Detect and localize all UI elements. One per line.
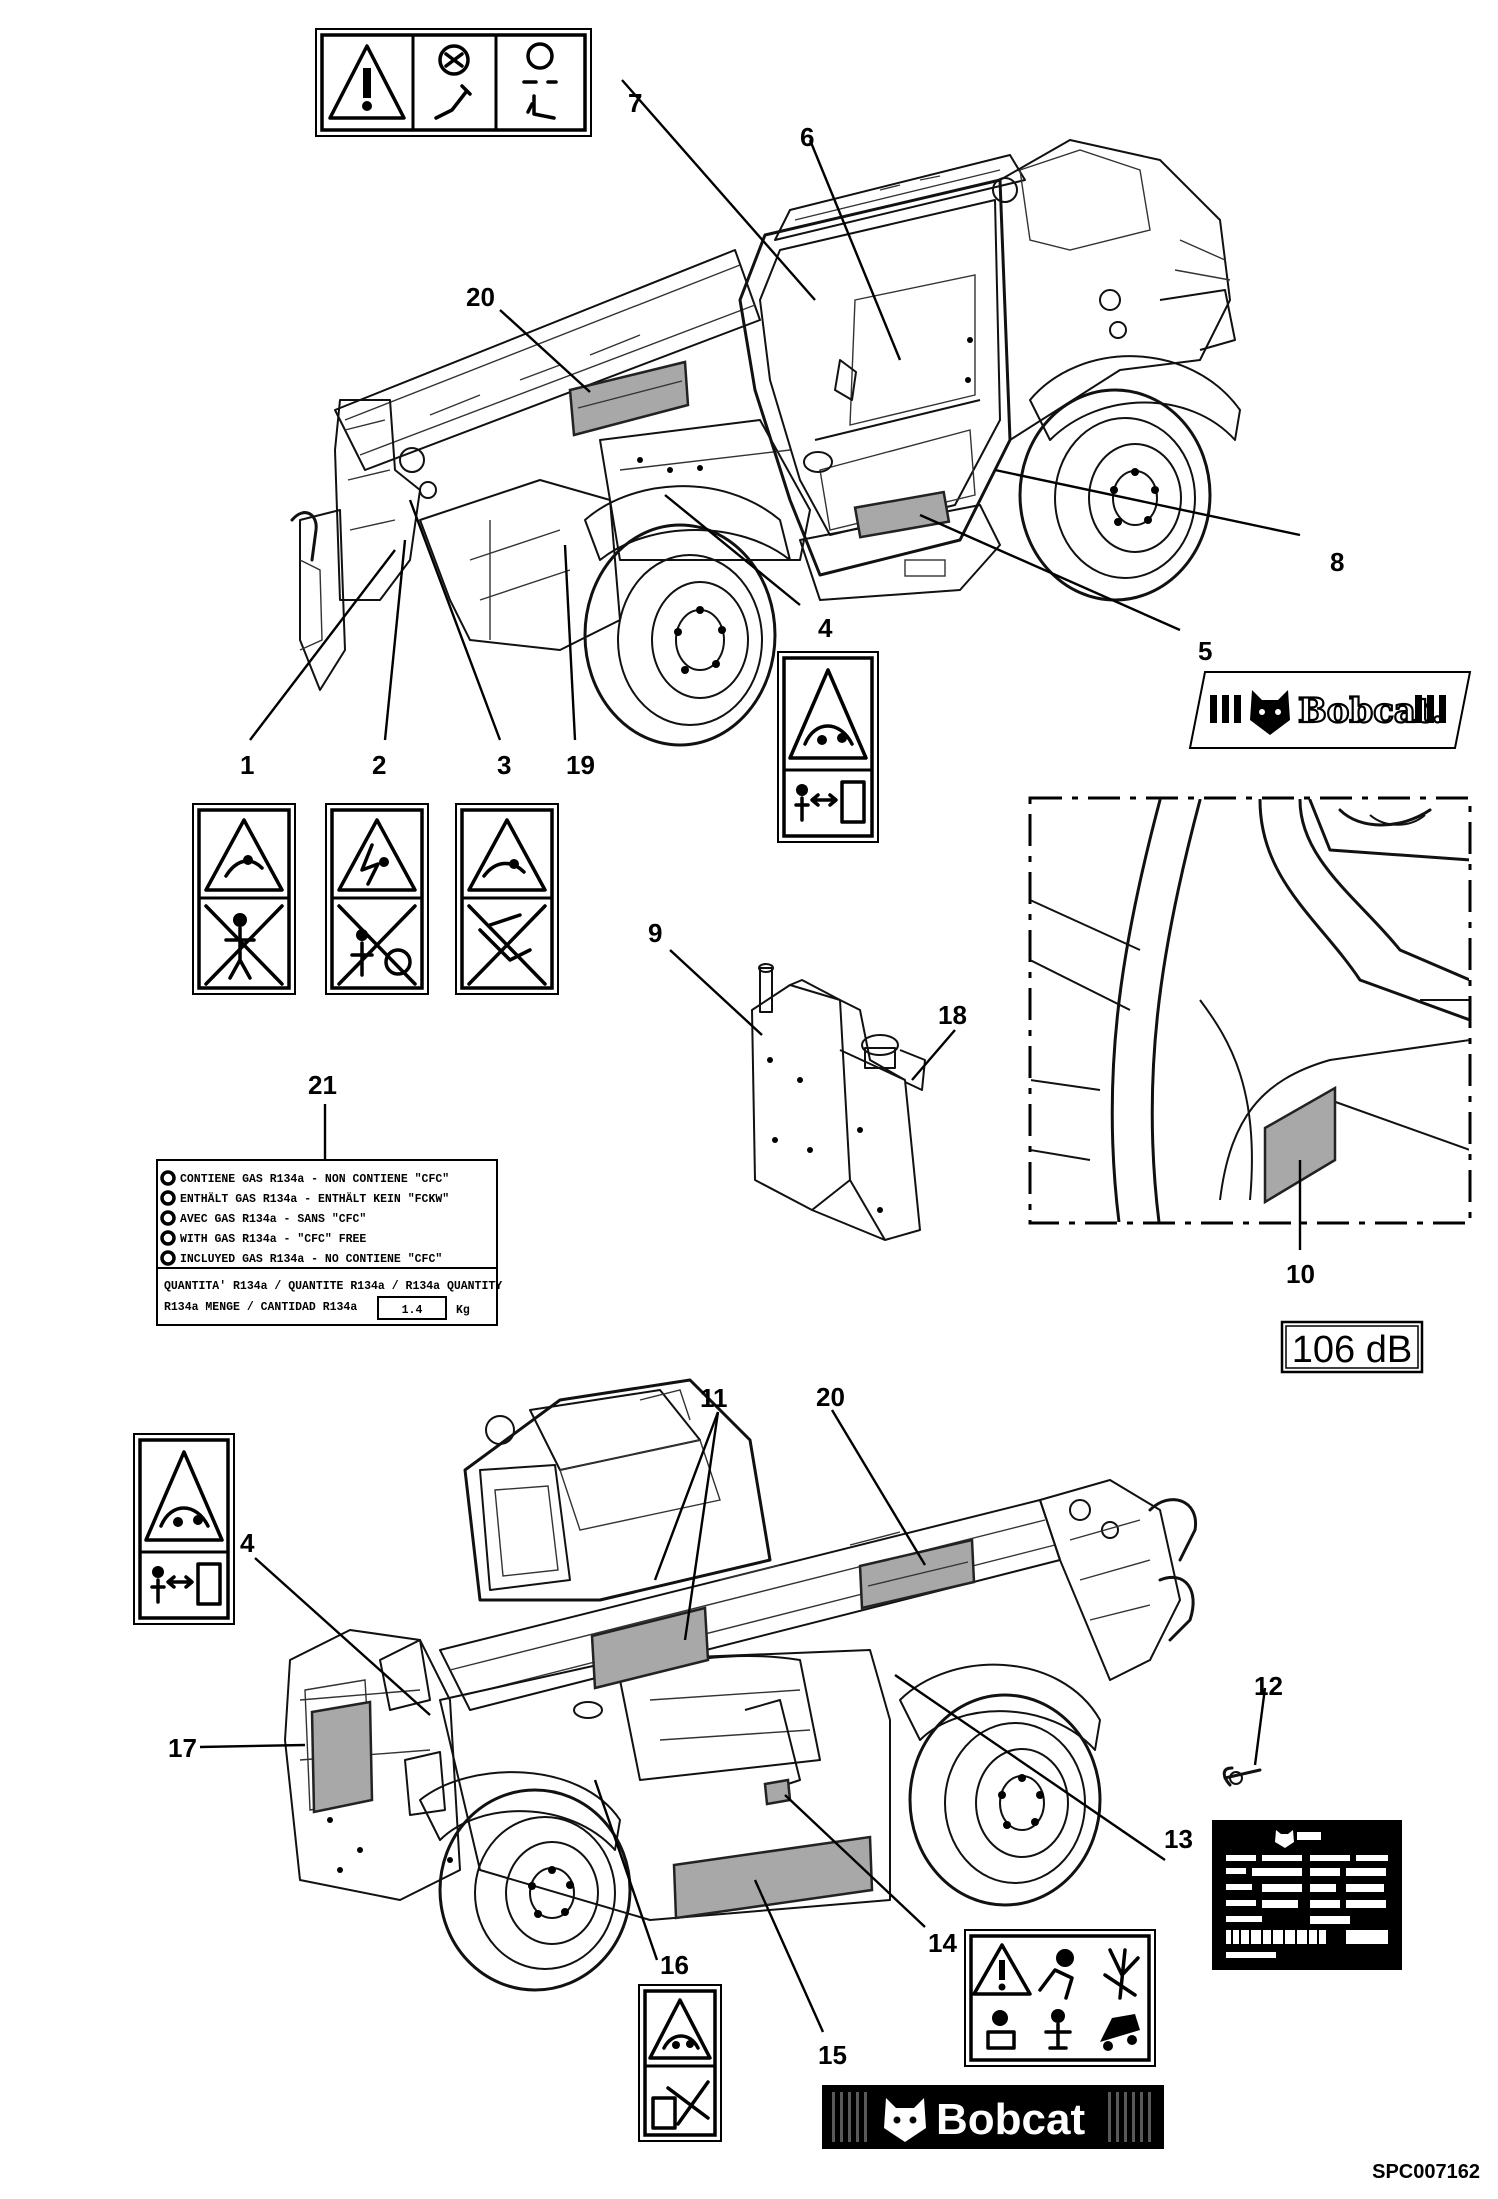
decal-16-hazard xyxy=(638,1984,722,2142)
callouts-bottom: 11 20 4 17 13 12 14 15 16 xyxy=(168,1382,1283,2070)
brand-text-large: Bobcat xyxy=(936,2095,1085,2144)
callout-21: 21 xyxy=(308,1070,337,1100)
callout-8: 8 xyxy=(1330,547,1344,577)
callout-4: 4 xyxy=(818,613,833,643)
brand-decal-small: Bobcat. xyxy=(1188,671,1472,749)
callout-19: 19 xyxy=(566,750,595,780)
warning-triangle-icon xyxy=(328,44,406,120)
decal-4-crush-hazard xyxy=(777,651,879,843)
callout-18: 18 xyxy=(938,1000,967,1030)
decal-3-hand-hazard xyxy=(455,803,559,995)
quantity-line-2: R134a MENGE / CANTIDAD R134a xyxy=(164,1301,357,1314)
decal-1-no-standing xyxy=(192,803,296,995)
decal-location-15 xyxy=(672,1835,874,1920)
decal-location-11 xyxy=(590,1606,710,1690)
callout-1: 1 xyxy=(240,750,254,780)
leaders-bottom xyxy=(199,1409,1267,2033)
decal-location-20-top xyxy=(568,360,690,437)
decal-21-refrigerant: 21 CONTIENE GAS R134a - NON CONTIENE "CF… xyxy=(156,1070,502,1326)
callout-11: 11 xyxy=(700,1383,728,1413)
decal-12-serial-plate xyxy=(1212,1766,1402,1970)
detail-view-decal-10: 10 xyxy=(1028,796,1472,1289)
callout-20-lower: 20 xyxy=(816,1382,845,1412)
refrigerant-line-fr: AVEC GAS R134a - SANS "CFC" xyxy=(180,1213,366,1226)
safety-decal-top xyxy=(315,28,592,137)
quantity-unit: Kg xyxy=(456,1304,470,1317)
callout-13: 13 xyxy=(1164,1824,1193,1854)
decal-location-17 xyxy=(310,1700,374,1814)
callout-16: 16 xyxy=(660,1950,689,1980)
refrigerant-line-de: ENTHÄLT GAS R134a - ENTHÄLT KEIN "FCKW" xyxy=(180,1193,449,1206)
brand-decal-large: Bobcat xyxy=(822,2085,1164,2149)
refrigerant-line-en: WITH GAS R134a - "CFC" FREE xyxy=(180,1233,366,1246)
decal-location-5 xyxy=(853,490,951,539)
telehandler-rear-view xyxy=(284,1378,1197,1992)
drawing-reference: SPC007162 xyxy=(1372,2161,1480,2183)
leaders-top xyxy=(249,79,1301,741)
noise-level-text: 106 dB xyxy=(1292,1329,1412,1371)
front-wheel-lower xyxy=(908,1693,1102,1907)
rear-wheel-lower xyxy=(438,1788,632,1992)
callout-12: 12 xyxy=(1254,1671,1283,1701)
callout-5: 5 xyxy=(1198,636,1212,666)
seat-belt-icon xyxy=(522,42,558,120)
brake-pedal-icon xyxy=(434,44,472,120)
callout-14: 14 xyxy=(928,1928,957,1958)
telehandler-front-view xyxy=(290,139,1241,747)
callout-4-lower: 4 xyxy=(240,1528,255,1558)
callout-2: 2 xyxy=(372,750,386,780)
bobcat-head-icon xyxy=(884,2098,926,2142)
quantity-line-1: QUANTITA' R134a / QUANTITE R134a / R134a… xyxy=(164,1280,502,1293)
refrigerant-line-it: CONTIENE GAS R134a - NON CONTIENE "CFC" xyxy=(180,1173,449,1186)
callout-20: 20 xyxy=(466,282,495,312)
decal-2-electrocution xyxy=(325,803,429,995)
quantity-value: 1.4 xyxy=(402,1304,423,1317)
decal-location-14 xyxy=(763,1778,792,1806)
noise-level-decal: 106 dB xyxy=(1280,1320,1424,1374)
front-wheel xyxy=(583,523,777,747)
tank-assembly: 9 18 xyxy=(648,918,967,1241)
refrigerant-line-es: INCLUYED GAS R134a - NO CONTIENE "CFC" xyxy=(180,1253,442,1266)
bobcat-head-icon xyxy=(1275,1830,1294,1848)
bobcat-head-icon xyxy=(1250,690,1290,735)
decal-14-multi-hazard xyxy=(964,1929,1156,2067)
callout-7: 7 xyxy=(628,88,642,118)
callout-17: 17 xyxy=(168,1733,197,1763)
callout-15: 15 xyxy=(818,2040,847,2070)
callout-6: 6 xyxy=(800,122,814,152)
callouts-top: 7 6 20 8 5 4 1 2 3 19 xyxy=(240,88,1344,780)
callout-10: 10 xyxy=(1286,1259,1315,1289)
callout-3: 3 xyxy=(497,750,511,780)
decal-4-crush-hazard-lower xyxy=(133,1433,235,1625)
callout-9: 9 xyxy=(648,918,662,948)
